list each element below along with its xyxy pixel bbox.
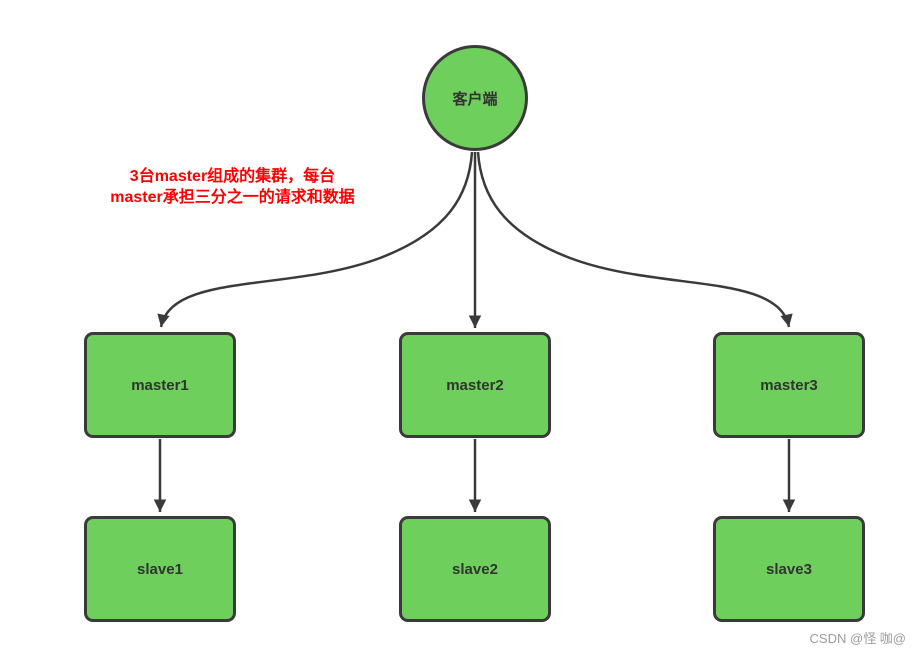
- master2-node-label: master2: [446, 376, 504, 394]
- slave1-node-label: slave1: [137, 560, 183, 578]
- master3-node-label: master3: [760, 376, 818, 394]
- slave2-node: slave2: [399, 516, 551, 622]
- edge-client-master3: [476, 151, 793, 328]
- client-node: 客户端: [422, 45, 528, 151]
- csdn-watermark: CSDN @怪 咖@: [809, 631, 906, 646]
- master1-node: master1: [84, 332, 236, 438]
- master3-node: master3: [713, 332, 865, 438]
- cluster-annotation: 3台master组成的集群，每台 master承担三分之一的请求和数据: [55, 166, 410, 208]
- slave3-node: slave3: [713, 516, 865, 622]
- cluster-annotation-line1: 3台master组成的集群，每台: [129, 168, 336, 185]
- cluster-annotation-line2: master承担三分之一的请求和数据: [110, 189, 355, 206]
- master1-node-label: master1: [131, 376, 189, 394]
- slave3-node-label: slave3: [766, 560, 812, 578]
- slave1-node: slave1: [84, 516, 236, 622]
- client-node-label: 客户端: [452, 90, 498, 108]
- slave2-node-label: slave2: [452, 560, 498, 578]
- master2-node: master2: [399, 332, 551, 438]
